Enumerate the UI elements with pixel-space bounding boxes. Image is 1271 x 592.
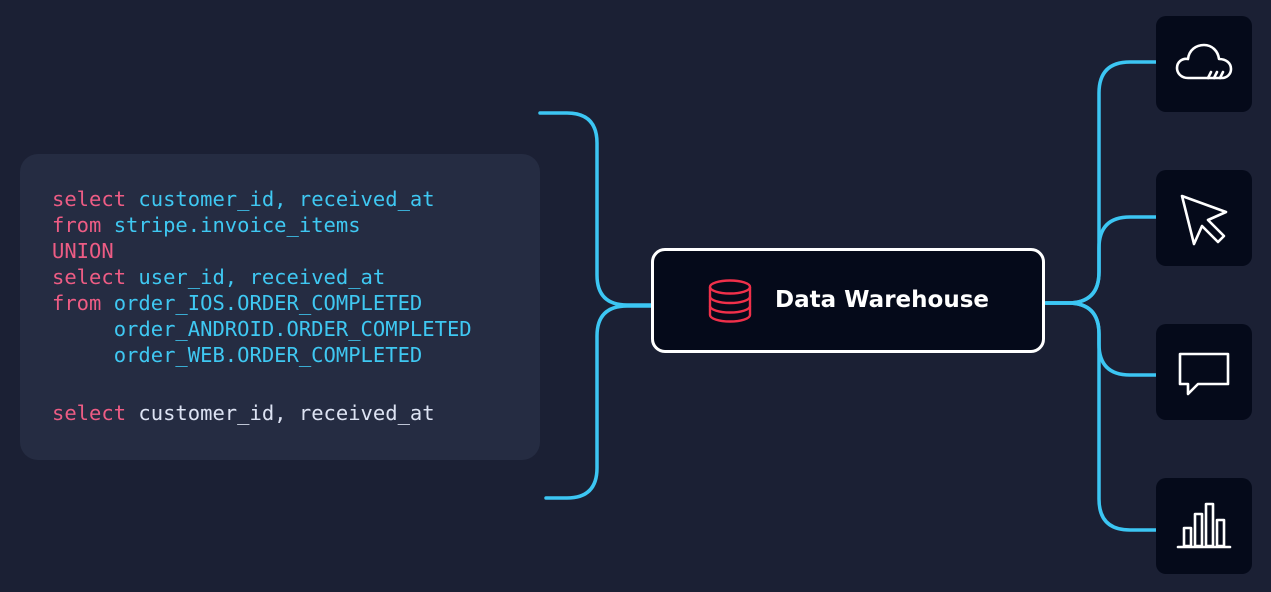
code-keyword: UNION	[52, 239, 114, 263]
code-identifier: stripe.invoice_items	[101, 213, 361, 237]
connector-to-cloud	[1044, 60, 1158, 305]
brace-top-connector	[538, 111, 654, 307]
code-identifier: order_IOS.ORDER_COMPLETED	[101, 291, 423, 315]
connector-to-cursor	[1044, 215, 1158, 305]
database-icon	[708, 279, 752, 323]
code-line: order_WEB.ORDER_COMPLETED	[52, 342, 540, 368]
brace-bottom-connector	[544, 304, 654, 500]
warehouse-label: Data Warehouse	[775, 287, 989, 313]
code-keyword: select	[52, 265, 127, 289]
code-line: UNION	[52, 238, 540, 264]
code-keyword: from	[52, 291, 102, 315]
destination-chart[interactable]	[1156, 478, 1252, 574]
code-keyword: from	[52, 213, 102, 237]
code-line: from stripe.invoice_items	[52, 212, 540, 238]
code-keyword: select	[52, 187, 127, 211]
code-identifier: user_id, received_at	[126, 265, 386, 289]
code-keyword: select	[52, 401, 127, 425]
code-line-final: select customer_id, received_at	[52, 400, 540, 426]
code-line: select user_id, received_at	[52, 264, 540, 290]
code-identifier: customer_id, received_at	[126, 187, 435, 211]
code-blank-line	[52, 368, 540, 400]
data-warehouse-node: Data Warehouse	[651, 248, 1045, 353]
code-line: order_ANDROID.ORDER_COMPLETED	[52, 316, 540, 342]
chat-bubble-icon	[1178, 352, 1230, 396]
code-identifier: customer_id, received_at	[126, 401, 435, 425]
connector-to-chart	[1044, 301, 1158, 532]
destination-cursor[interactable]	[1156, 170, 1252, 266]
code-identifier: order_ANDROID.ORDER_COMPLETED	[52, 317, 472, 341]
destination-cloud[interactable]	[1156, 16, 1252, 112]
code-line: select customer_id, received_at	[52, 186, 540, 212]
code-line: from order_IOS.ORDER_COMPLETED	[52, 290, 540, 316]
cursor-icon	[1180, 194, 1228, 246]
bar-chart-icon	[1176, 502, 1232, 549]
code-identifier: order_WEB.ORDER_COMPLETED	[52, 343, 423, 367]
cloud-icon	[1175, 43, 1233, 80]
connector-to-chat	[1044, 301, 1158, 377]
destination-chat[interactable]	[1156, 324, 1252, 420]
sql-code-panel: select customer_id, received_at from str…	[20, 154, 540, 460]
